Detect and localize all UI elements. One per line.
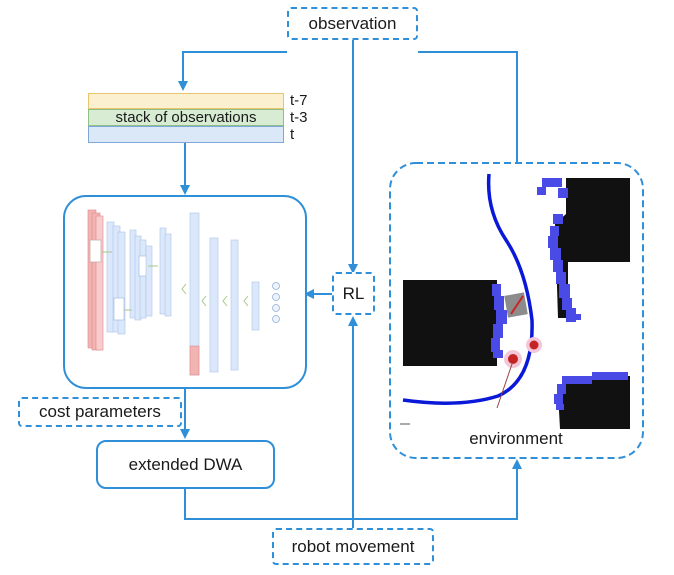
observation-box: observation <box>287 7 418 40</box>
dwa-to-environment-arrow <box>184 459 522 520</box>
rl-box: RL <box>332 272 375 315</box>
cost-parameters-label: cost parameters <box>39 402 161 421</box>
environment-to-observation-line <box>418 51 518 165</box>
time-label-t3: t-3 <box>290 109 308 126</box>
stack-layer-t7 <box>88 93 284 109</box>
time-label-t7: t-7 <box>290 92 308 109</box>
network-architecture-icon <box>87 209 280 376</box>
environment-label: environment <box>469 429 563 448</box>
stack-layer-t3: stack of observations <box>88 109 284 126</box>
robot-movement-label: robot movement <box>291 536 415 556</box>
observation-to-stack-arrow <box>178 51 287 91</box>
stack-of-observations-label: stack of observations <box>115 109 257 126</box>
extended-dwa-box: extended DWA <box>96 440 275 489</box>
environment-map <box>400 173 630 429</box>
time-label-t: t <box>290 126 295 143</box>
rl-label: RL <box>342 283 365 303</box>
robot-movement-box: robot movement <box>272 528 434 565</box>
cost-parameters-box: cost parameters <box>18 397 182 427</box>
observation-label: observation <box>308 13 397 33</box>
extended-dwa-label: extended DWA <box>128 454 243 474</box>
stack-layer-t <box>88 126 284 143</box>
